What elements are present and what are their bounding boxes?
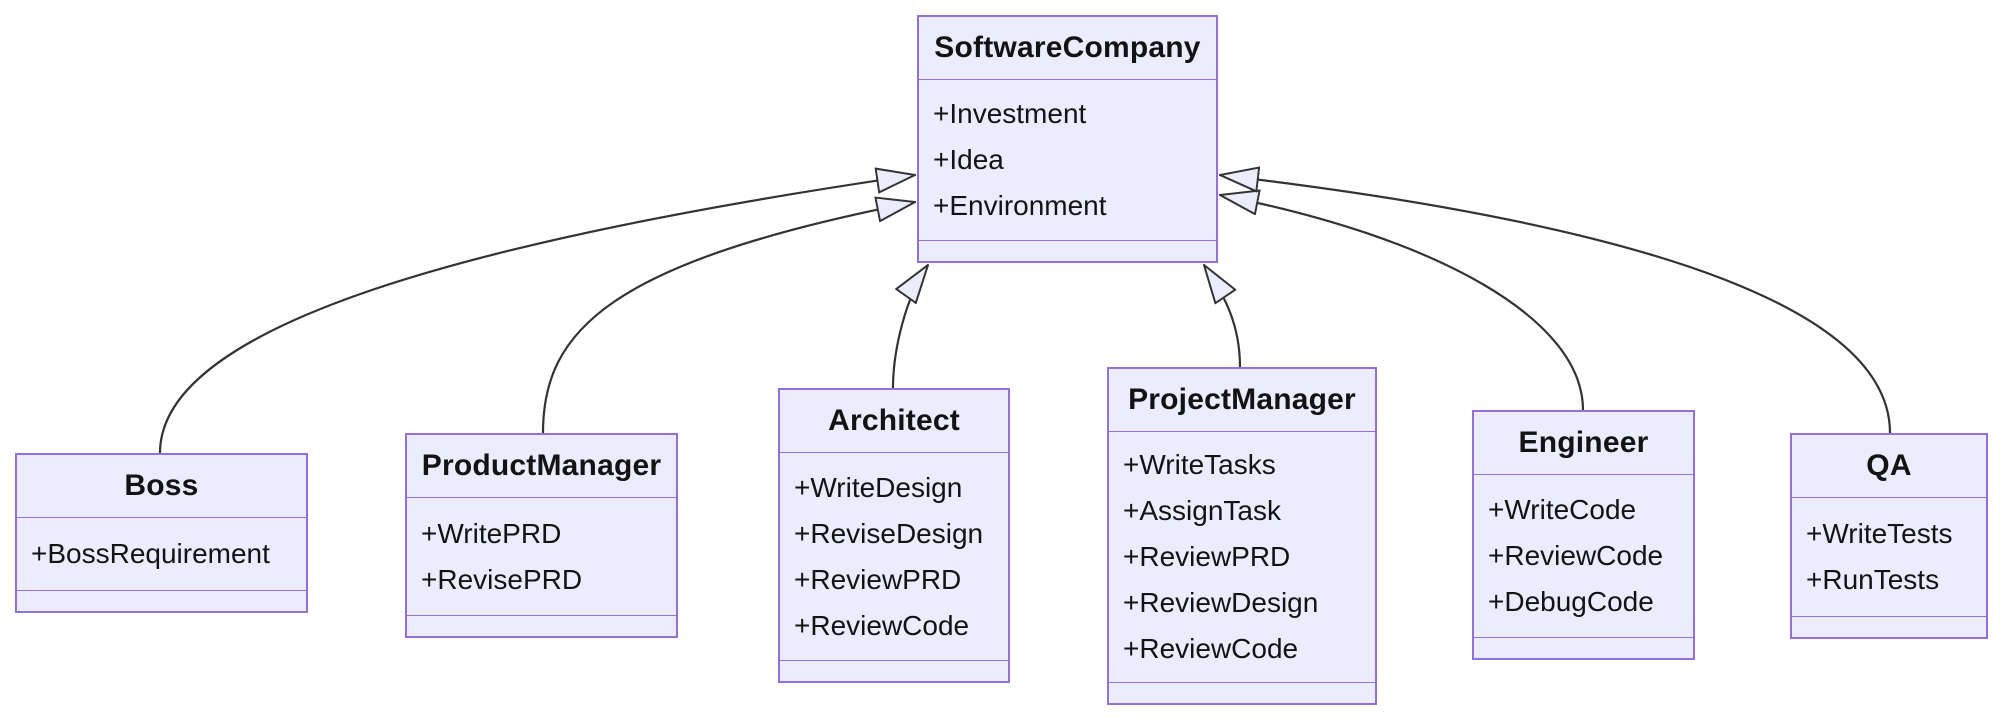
attribute: +RunTests bbox=[1806, 564, 1940, 595]
attribute: +ReviewPRD bbox=[794, 563, 962, 595]
class-softwarecompany-attributes: +Investment +Idea +Environment bbox=[919, 79, 1216, 240]
class-engineer-title: Engineer bbox=[1518, 426, 1649, 459]
class-boss: Boss +BossRequirement bbox=[15, 453, 308, 613]
class-productmanager-attributes: +WritePRD +RevisePRD bbox=[407, 497, 676, 615]
class-architect-attributes: +WriteDesign +ReviseDesign +ReviewPRD +R… bbox=[780, 452, 1008, 660]
class-softwarecompany: SoftwareCompany +Investment +Idea +Envir… bbox=[917, 15, 1218, 263]
attribute: +DebugCode bbox=[1488, 586, 1654, 617]
class-productmanager-methods-empty bbox=[407, 615, 676, 636]
class-boss-methods-empty bbox=[17, 590, 306, 611]
class-productmanager: ProductManager +WritePRD +RevisePRD bbox=[405, 433, 678, 638]
class-softwarecompany-methods-empty bbox=[919, 240, 1216, 261]
attribute: +BossRequirement bbox=[31, 538, 270, 569]
class-qa-attributes: +WriteTests +RunTests bbox=[1792, 497, 1986, 616]
attribute: +Investment bbox=[933, 98, 1087, 129]
attribute: +WriteCode bbox=[1488, 494, 1637, 525]
class-qa: QA +WriteTests +RunTests bbox=[1790, 433, 1988, 639]
class-architect-title: Architect bbox=[828, 404, 960, 437]
edge-productmanager-to-softwarecompany bbox=[541, 202, 915, 434]
class-architect-methods-empty bbox=[780, 660, 1008, 681]
class-projectmanager-title: ProjectManager bbox=[1128, 383, 1356, 416]
class-softwarecompany-title: SoftwareCompany bbox=[934, 31, 1201, 64]
edge-qa-to-softwarecompany bbox=[1220, 175, 1892, 434]
attribute: +ReviewDesign bbox=[1123, 587, 1319, 618]
attribute: +ReviseDesign bbox=[794, 517, 984, 549]
class-projectmanager: ProjectManager +WriteTasks +AssignTask +… bbox=[1107, 367, 1377, 705]
class-engineer: Engineer +WriteCode +ReviewCode +DebugCo… bbox=[1472, 410, 1695, 660]
edge-boss-to-softwarecompany bbox=[158, 175, 915, 454]
edge-projectmanager-to-softwarecompany bbox=[1204, 265, 1242, 368]
class-boss-title: Boss bbox=[124, 469, 199, 502]
attribute: +ReviewCode bbox=[794, 609, 970, 641]
class-boss-attributes: +BossRequirement bbox=[17, 517, 306, 590]
class-architect: Architect +WriteDesign +ReviseDesign +Re… bbox=[778, 388, 1010, 683]
attribute: +WritePRD bbox=[421, 517, 562, 549]
class-productmanager-title: ProductManager bbox=[421, 449, 662, 482]
class-engineer-attributes: +WriteCode +ReviewCode +DebugCode bbox=[1474, 474, 1693, 637]
attribute: +Environment bbox=[933, 190, 1107, 221]
attribute: +WriteTests bbox=[1806, 518, 1953, 549]
edge-engineer-to-softwarecompany bbox=[1220, 195, 1585, 411]
attribute: +RevisePRD bbox=[421, 563, 583, 595]
attribute: +WriteTasks bbox=[1123, 449, 1276, 480]
attribute: +ReviewCode bbox=[1488, 540, 1664, 571]
attribute: +WriteDesign bbox=[794, 471, 963, 503]
attribute: +Idea bbox=[933, 144, 1004, 175]
class-qa-title: QA bbox=[1866, 449, 1912, 482]
class-projectmanager-attributes: +WriteTasks +AssignTask +ReviewPRD +Revi… bbox=[1109, 431, 1375, 682]
attribute: +ReviewPRD bbox=[1123, 541, 1291, 572]
class-projectmanager-methods-empty bbox=[1109, 682, 1375, 703]
edge-architect-to-softwarecompany bbox=[891, 265, 928, 389]
attribute: +ReviewCode bbox=[1123, 633, 1299, 664]
attribute: +AssignTask bbox=[1123, 495, 1281, 526]
class-qa-methods-empty bbox=[1792, 616, 1986, 637]
class-engineer-methods-empty bbox=[1474, 637, 1693, 658]
